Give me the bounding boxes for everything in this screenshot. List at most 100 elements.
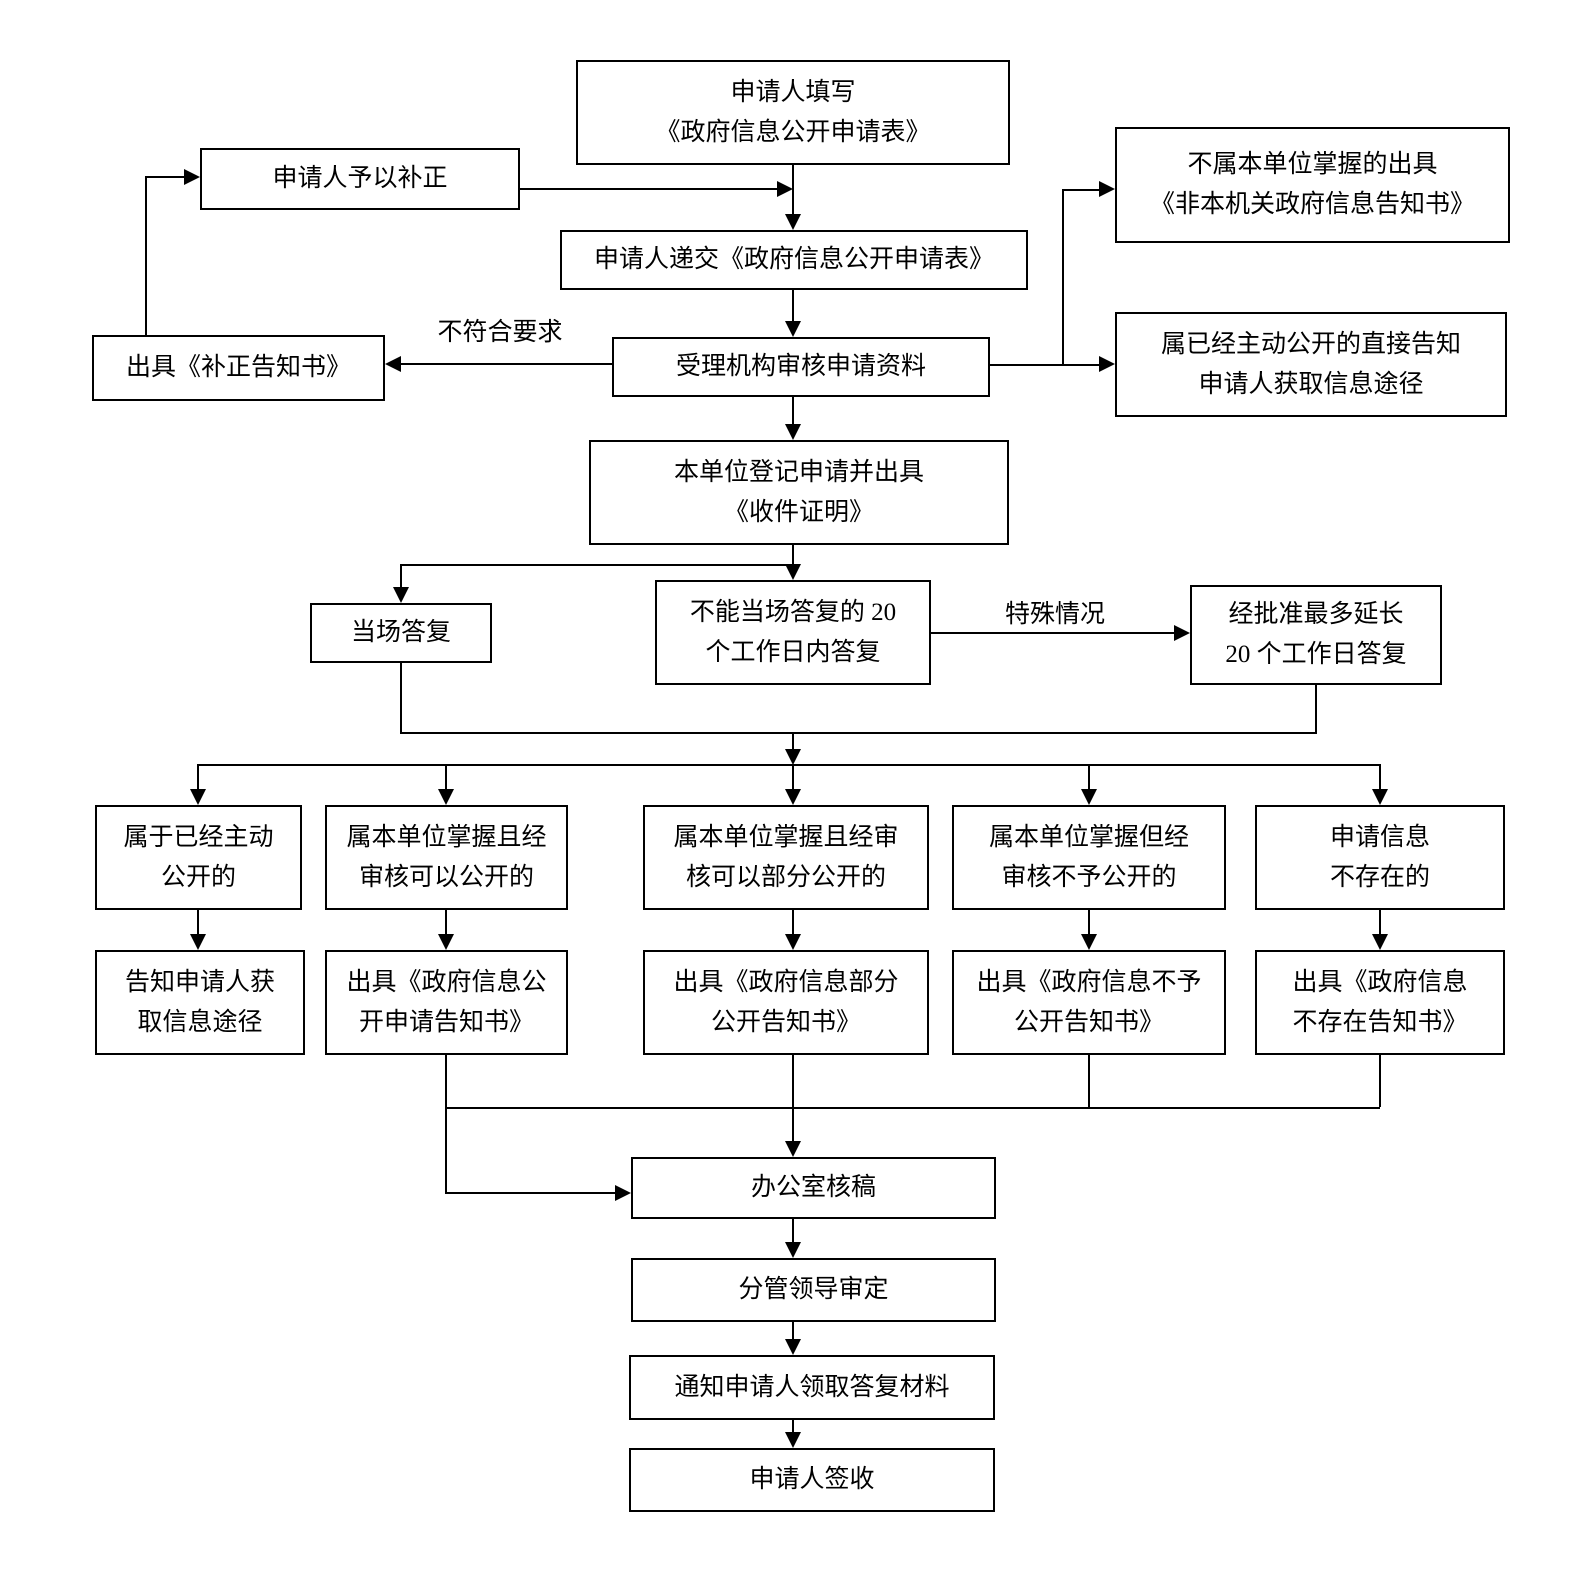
arrow-head bbox=[785, 934, 801, 950]
arrow-head bbox=[190, 934, 206, 950]
node-office-check-label: 办公室核稿 bbox=[750, 1174, 876, 1201]
arrow-head bbox=[785, 749, 801, 765]
arrow-head bbox=[1081, 789, 1097, 805]
node-out-refuse-notice: 出具《政府信息不予 公开告知书》 bbox=[952, 950, 1226, 1055]
node-sign-receipt: 申请人签收 bbox=[629, 1448, 995, 1512]
arrow-head bbox=[385, 356, 401, 372]
node-out-inform-way-line2: 取信息途径 bbox=[137, 1008, 263, 1036]
node-office-check: 办公室核稿 bbox=[631, 1157, 996, 1219]
connector-line bbox=[145, 176, 184, 178]
node-fill-form: 申请人填写 《政府信息公开申请表》 bbox=[576, 60, 1010, 165]
node-sign-receipt-label: 申请人签收 bbox=[749, 1466, 875, 1493]
node-out-partial-notice-line1: 出具《政府信息部分 bbox=[673, 968, 899, 996]
node-cat-not-exist-line2: 不存在的 bbox=[1329, 863, 1430, 891]
node-out-refuse-notice-line2: 公开告知书》 bbox=[1013, 1008, 1164, 1036]
arrow-head bbox=[785, 564, 801, 580]
arrow-head bbox=[785, 321, 801, 337]
connector-line bbox=[792, 1107, 794, 1141]
node-leader-approve-label: 分管领导审定 bbox=[738, 1276, 889, 1303]
connector-line bbox=[445, 1055, 447, 1194]
connector-line bbox=[792, 397, 794, 424]
connector-line bbox=[1379, 1055, 1381, 1107]
node-cat-can-public: 属本单位掌握且经 审核可以公开的 bbox=[325, 805, 568, 910]
node-cat-already-public-line2: 公开的 bbox=[160, 863, 236, 891]
node-review: 受理机构审核申请资料 bbox=[612, 337, 990, 397]
node-submit-form-label: 申请人递交《政府信息公开申请表》 bbox=[593, 246, 994, 273]
node-cat-not-public-line1: 属本单位掌握但经 bbox=[988, 823, 1189, 851]
node-onspot-reply: 当场答复 bbox=[310, 603, 492, 663]
connector-line bbox=[1315, 685, 1317, 733]
connector-line bbox=[792, 1420, 794, 1432]
node-cat-not-public-line2: 审核不予公开的 bbox=[1001, 863, 1177, 891]
arrow-head bbox=[1174, 625, 1190, 641]
node-issue-supplement-notice-label: 出具《补正告知书》 bbox=[125, 354, 351, 381]
arrow-head bbox=[190, 789, 206, 805]
arrow-head bbox=[785, 1141, 801, 1157]
node-out-public-notice-line1: 出具《政府信息公 bbox=[346, 968, 547, 996]
node-not-held: 不属本单位掌握的出具 《非本机关政府信息告知书》 bbox=[1115, 127, 1510, 243]
connector-line bbox=[400, 566, 402, 587]
node-cat-can-public-line1: 属本单位掌握且经 bbox=[346, 823, 547, 851]
node-extend-20-days: 经批准最多延长 20 个工作日答复 bbox=[1190, 585, 1442, 685]
node-supplement: 申请人予以补正 bbox=[200, 148, 520, 210]
connector-line bbox=[792, 165, 794, 226]
arrow-head bbox=[785, 424, 801, 440]
arrow-head bbox=[785, 1432, 801, 1448]
node-already-public-direct-line2: 申请人获取信息途径 bbox=[1198, 370, 1424, 398]
node-notify-pickup-label: 通知申请人领取答复材料 bbox=[674, 1373, 950, 1401]
node-not-held-line2: 《非本机关政府信息告知书》 bbox=[1149, 191, 1475, 218]
node-register-line1: 本单位登记申请并出具 bbox=[673, 458, 924, 486]
node-cat-not-exist: 申请信息 不存在的 bbox=[1255, 805, 1505, 910]
connector-line bbox=[400, 663, 402, 733]
connector-line bbox=[1088, 766, 1090, 789]
node-out-inform-way-line1: 告知申请人获 bbox=[124, 968, 275, 996]
node-out-not-exist-notice-line2: 不存在告知书》 bbox=[1292, 1008, 1468, 1036]
connector-line bbox=[792, 290, 794, 321]
connector-line bbox=[400, 564, 794, 566]
connector-line bbox=[401, 363, 612, 365]
arrow-head bbox=[785, 1339, 801, 1355]
connector-line bbox=[931, 632, 1174, 634]
connector-line bbox=[792, 766, 794, 789]
node-reply-20-days-line1: 不能当场答复的 20 bbox=[689, 598, 897, 626]
arrow-head bbox=[1099, 356, 1115, 372]
connector-line bbox=[1379, 910, 1381, 934]
node-extend-20-days-line2: 20 个工作日答复 bbox=[1225, 641, 1407, 668]
edge-label-special: 特殊情况 bbox=[1004, 601, 1105, 628]
connector-line bbox=[445, 1107, 1380, 1109]
node-register-line2: 《收件证明》 bbox=[723, 498, 874, 526]
node-fill-form-line2: 《政府信息公开申请表》 bbox=[655, 118, 931, 146]
node-out-refuse-notice-line1: 出具《政府信息不予 bbox=[976, 968, 1202, 996]
node-out-partial-notice-line2: 公开告知书》 bbox=[710, 1008, 861, 1036]
connector-line bbox=[445, 910, 447, 934]
node-not-held-line1: 不属本单位掌握的出具 bbox=[1187, 151, 1438, 178]
node-out-public-notice: 出具《政府信息公 开申请告知书》 bbox=[325, 950, 568, 1055]
connector-line bbox=[145, 176, 147, 335]
connector-line bbox=[792, 1322, 794, 1339]
arrow-head bbox=[785, 214, 801, 230]
connector-line bbox=[990, 364, 1099, 366]
node-cat-partial-public: 属本单位掌握且经审 核可以部分公开的 bbox=[643, 805, 929, 910]
node-out-partial-notice: 出具《政府信息部分 公开告知书》 bbox=[643, 950, 929, 1055]
node-cat-can-public-line2: 审核可以公开的 bbox=[358, 863, 534, 891]
node-extend-20-days-line1: 经批准最多延长 bbox=[1228, 601, 1404, 628]
node-out-not-exist-notice: 出具《政府信息 不存在告知书》 bbox=[1255, 950, 1505, 1055]
connector-line bbox=[445, 1192, 615, 1194]
connector-line bbox=[792, 910, 794, 934]
node-reply-20-days: 不能当场答复的 20 个工作日内答复 bbox=[655, 580, 931, 685]
node-notify-pickup: 通知申请人领取答复材料 bbox=[629, 1355, 995, 1420]
arrow-head bbox=[785, 789, 801, 805]
node-leader-approve: 分管领导审定 bbox=[631, 1258, 996, 1322]
arrow-head bbox=[785, 1242, 801, 1258]
arrow-head bbox=[438, 789, 454, 805]
connector-line bbox=[792, 734, 794, 749]
node-issue-supplement-notice: 出具《补正告知书》 bbox=[92, 335, 385, 401]
node-submit-form: 申请人递交《政府信息公开申请表》 bbox=[560, 230, 1028, 290]
arrow-head bbox=[1081, 934, 1097, 950]
node-fill-form-line1: 申请人填写 bbox=[730, 78, 856, 106]
node-supplement-label: 申请人予以补正 bbox=[272, 165, 448, 192]
node-register: 本单位登记申请并出具 《收件证明》 bbox=[589, 440, 1009, 545]
arrow-head bbox=[393, 587, 409, 603]
connector-line bbox=[445, 766, 447, 789]
